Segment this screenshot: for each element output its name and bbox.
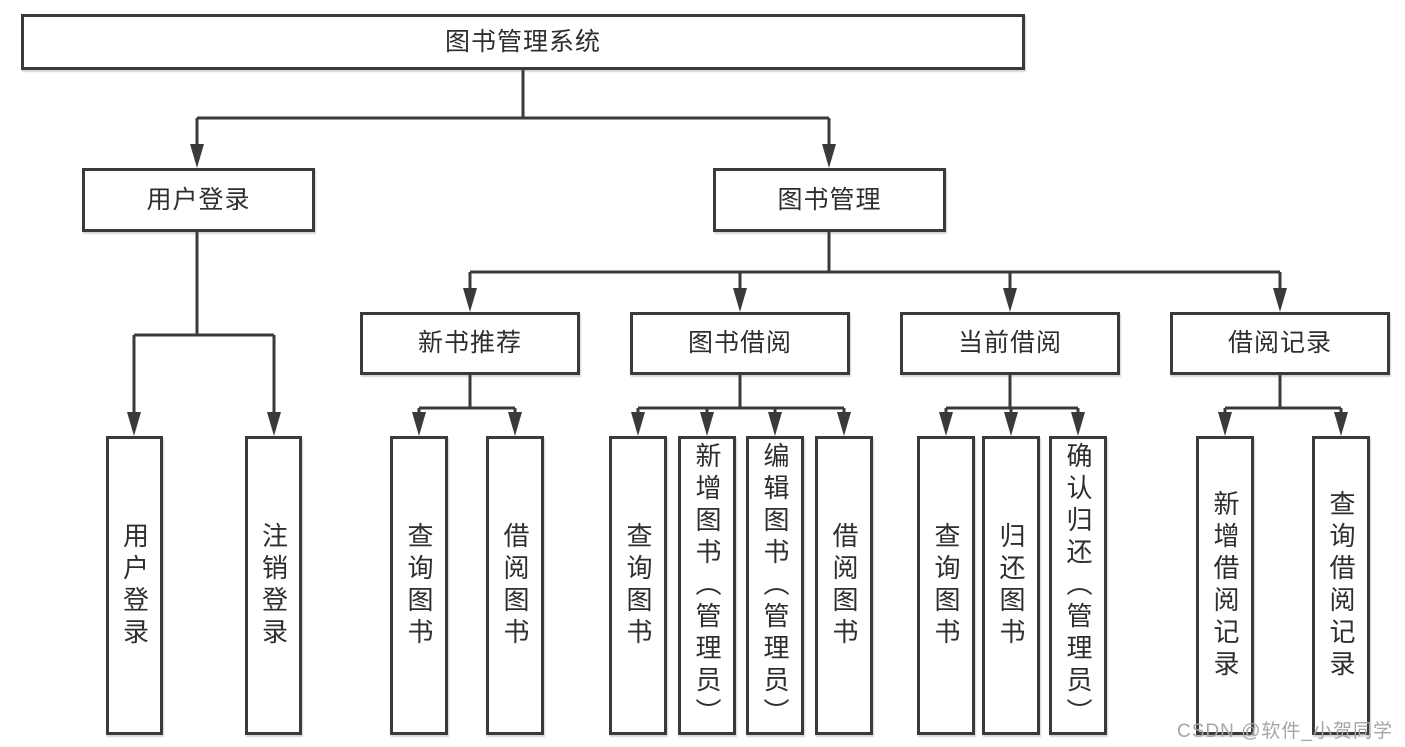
node-book-mgmt: 图书管理 (713, 168, 946, 232)
leaf-return-book-label: 归还图书 (996, 521, 1026, 650)
connector-current-borrow-to-leaves (939, 375, 1085, 436)
leaf-query-book-1-label: 查询图书 (404, 521, 434, 650)
leaf-borrow-book-1-label: 借阅图书 (500, 521, 530, 650)
node-book-borrow: 图书借阅 (630, 312, 850, 375)
node-current-borrow: 当前借阅 (900, 312, 1120, 375)
node-current-borrow-label: 当前借阅 (957, 329, 1062, 357)
leaf-edit-book: 编辑图书（管理员） (746, 436, 804, 735)
leaf-add-book-label: 新增图书（管理员） (692, 441, 722, 730)
leaf-edit-book-label: 编辑图书（管理员） (760, 441, 790, 730)
leaf-borrow-book-2-label: 借阅图书 (829, 521, 859, 650)
connector-borrow-records-to-leaves (1218, 375, 1348, 436)
node-root-label: 图书管理系统 (444, 27, 601, 56)
leaf-query-book-2: 查询图书 (609, 436, 667, 735)
connector-book-borrow-to-leaves (631, 375, 851, 436)
node-root: 图书管理系统 (21, 14, 1025, 70)
leaf-user-login-label: 用户登录 (119, 521, 150, 650)
connector-book-mgmt-to-level3 (463, 232, 1287, 312)
leaf-borrow-book-2: 借阅图书 (815, 436, 873, 735)
leaf-query-book-2-label: 查询图书 (623, 521, 653, 650)
leaf-logout: 注销登录 (245, 436, 302, 735)
node-user-login-label: 用户登录 (146, 185, 251, 214)
leaf-borrow-book-1: 借阅图书 (486, 436, 544, 735)
leaf-add-record-label: 新增借阅记录 (1210, 489, 1240, 682)
node-new-book-rec: 新书推荐 (360, 312, 580, 375)
leaf-confirm-return-label: 确认归还（管理员） (1063, 441, 1093, 730)
node-borrow-records-label: 借阅记录 (1227, 329, 1332, 357)
leaf-query-record: 查询借阅记录 (1312, 436, 1370, 735)
csdn-watermark: CSDN @软件_小贺同学 (1177, 721, 1393, 742)
connector-root-to-level2 (190, 70, 836, 168)
node-new-book-rec-label: 新书推荐 (417, 329, 522, 357)
node-borrow-records: 借阅记录 (1170, 312, 1390, 375)
node-user-login: 用户登录 (82, 168, 315, 232)
leaf-query-book-3: 查询图书 (917, 436, 975, 735)
connector-new-book-rec-to-leaves (412, 375, 522, 436)
node-book-mgmt-label: 图书管理 (777, 185, 882, 214)
leaf-add-record: 新增借阅记录 (1196, 436, 1254, 735)
leaf-query-book-3-label: 查询图书 (931, 521, 961, 650)
leaf-logout-label: 注销登录 (258, 521, 289, 650)
leaf-query-record-label: 查询借阅记录 (1326, 489, 1356, 682)
leaf-add-book: 新增图书（管理员） (678, 436, 736, 735)
leaf-user-login: 用户登录 (106, 436, 163, 735)
leaf-return-book: 归还图书 (982, 436, 1040, 735)
connector-user-login-to-leaves (127, 232, 281, 436)
leaf-query-book-1: 查询图书 (390, 436, 448, 735)
leaf-confirm-return: 确认归还（管理员） (1049, 436, 1107, 735)
node-book-borrow-label: 图书借阅 (687, 329, 792, 357)
